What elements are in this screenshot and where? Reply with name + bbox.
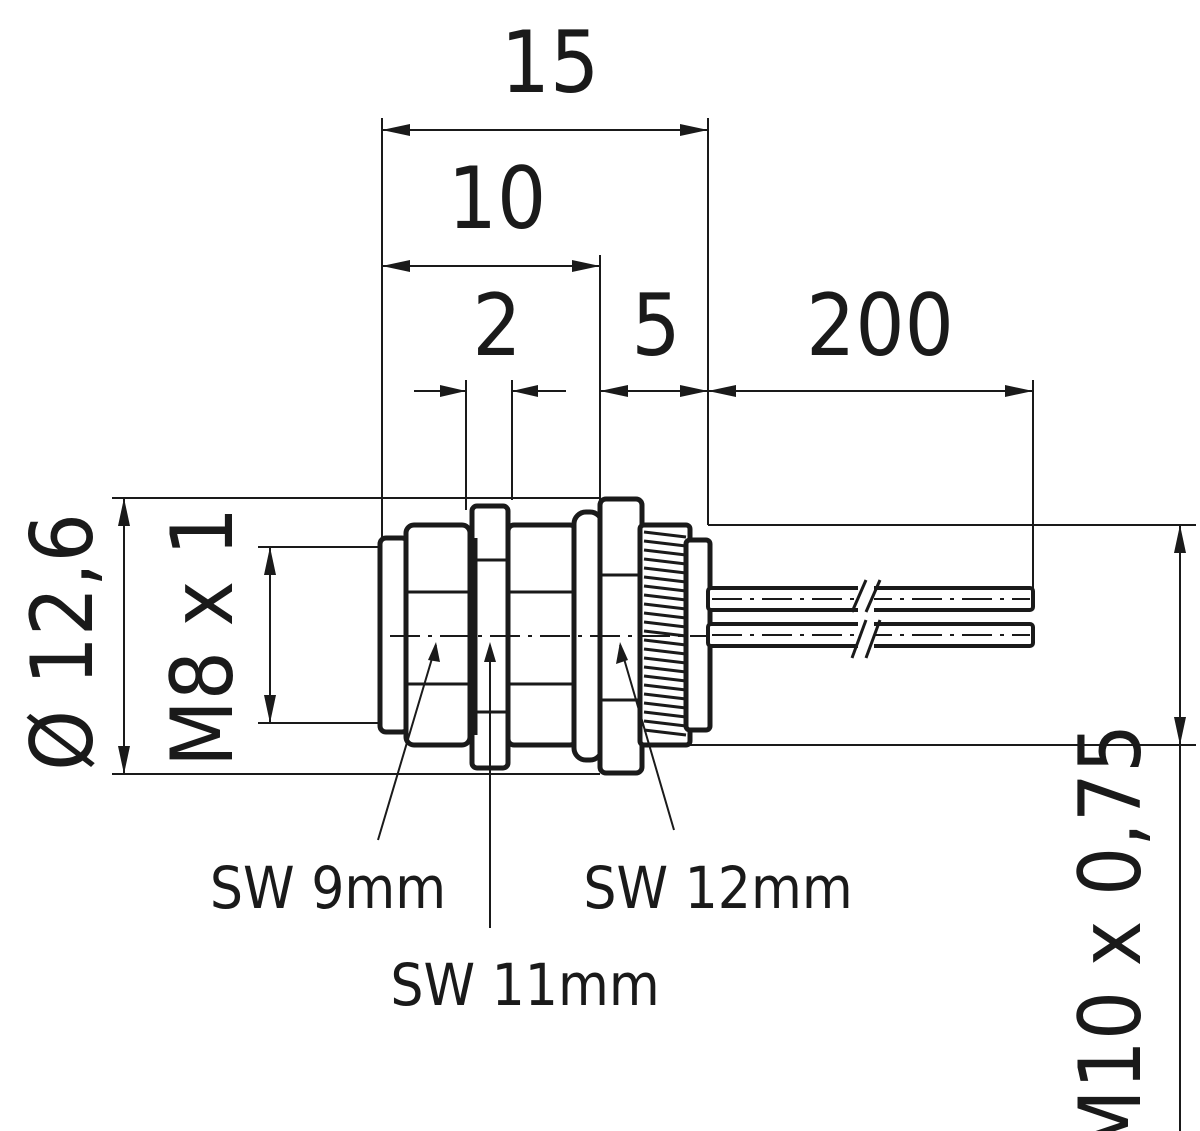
knurl-tooth [643, 620, 687, 629]
knurl-pattern [643, 530, 687, 737]
knurl-tooth [643, 656, 687, 665]
knurl-tooth [643, 683, 687, 692]
knurl-tooth [643, 665, 687, 674]
knurl-tooth [643, 638, 687, 647]
dimension-rear-thread: M10 x 0,75 [640, 524, 1196, 1131]
dimension-body: 10 [382, 149, 601, 500]
dim-outer-diameter-label: Ø 12,6 [13, 513, 113, 771]
callout-sw12: SW 12mm [583, 642, 853, 922]
knurl-tooth [643, 566, 687, 575]
dimension-outer-diameter: Ø 12,6 [13, 497, 600, 775]
knurl-tooth [643, 548, 687, 557]
knurl-tooth [643, 719, 687, 728]
knurl-tooth [643, 728, 687, 737]
callout-sw9: SW 9mm [210, 642, 446, 922]
knurl-tooth [643, 611, 687, 620]
dim-knurl-label: 5 [631, 276, 680, 376]
knurl-tooth [643, 674, 687, 683]
dim-nut-label: 2 [472, 276, 521, 376]
knurl-tooth [643, 602, 687, 611]
dim-rear-thread-label: M10 x 0,75 [1061, 724, 1161, 1131]
dim-body-label: 10 [448, 149, 546, 249]
dimension-knurl: 5 [600, 276, 708, 397]
dimension-overall: 15 [381, 13, 709, 540]
knurl-tooth [643, 710, 687, 719]
dimension-nut: 2 [414, 276, 566, 510]
callout-sw9-label: SW 9mm [210, 854, 446, 922]
dim-cable-label: 200 [806, 276, 954, 376]
knurl-tooth [643, 584, 687, 593]
knurl-tooth [643, 530, 687, 539]
dimension-cable: 200 [708, 276, 1034, 590]
dim-front-thread-label: M8 x 1 [153, 507, 253, 767]
cable [706, 579, 1035, 660]
knurl-tooth [643, 647, 687, 656]
callout-sw12-label: SW 12mm [583, 854, 852, 922]
knurl-tooth [643, 701, 687, 710]
connector-body [377, 496, 720, 776]
knurl-tooth [643, 575, 687, 584]
knurl-tooth [643, 692, 687, 701]
callout-sw11: SW 11mm [390, 642, 660, 1019]
dim-overall-label: 15 [501, 13, 599, 113]
knurl-tooth [643, 557, 687, 566]
knurl-tooth [643, 593, 687, 602]
knurl-tooth [643, 539, 687, 548]
callout-sw11-label: SW 11mm [390, 951, 659, 1019]
dimension-front-thread: M8 x 1 [153, 507, 382, 767]
